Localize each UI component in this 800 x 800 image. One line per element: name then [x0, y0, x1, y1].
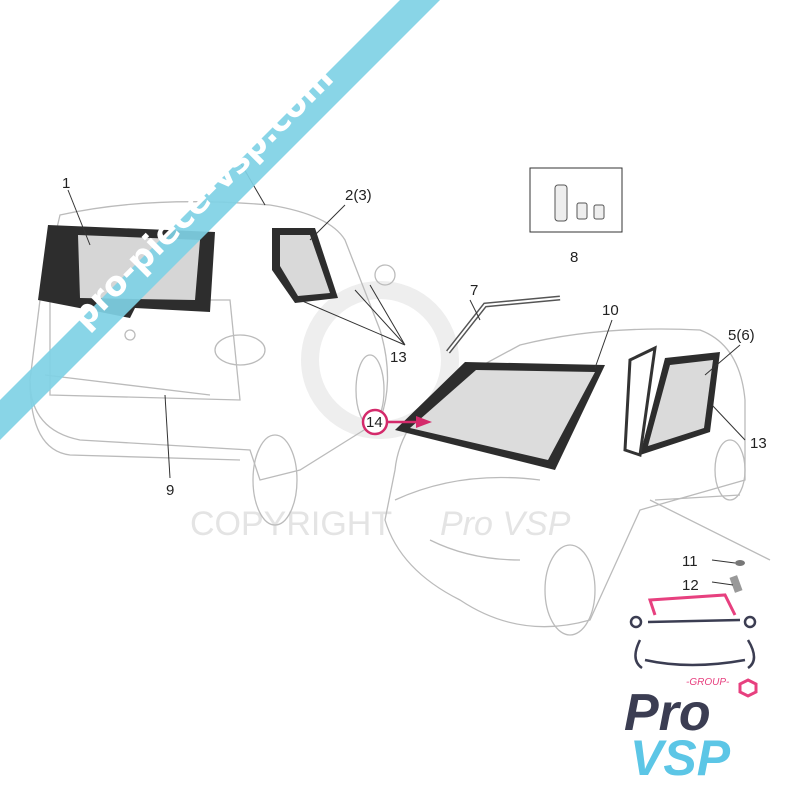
callout-10: 10 [602, 302, 619, 319]
callout-14: 14 [366, 414, 383, 431]
site-banner: pro-piece-vsp.com [0, 0, 440, 440]
bracket-part [729, 575, 743, 593]
hex-nut-icon [738, 678, 758, 698]
callout-2-3: 2(3) [345, 187, 372, 204]
logo-pro-text: Pro [624, 684, 711, 742]
logo-vsp-text: VSP [630, 730, 731, 786]
provsp-logo: -GROUP- Pro VSP [624, 593, 758, 786]
callout-13-rear: 13 [390, 349, 407, 366]
callout-13-front: 13 [750, 435, 767, 452]
callout-1: 1 [62, 175, 70, 192]
clip-part [735, 560, 745, 566]
callout-7: 7 [470, 282, 478, 299]
callout-11: 11 [682, 553, 698, 570]
callout-8: 8 [570, 249, 578, 266]
adhesive-tube [554, 184, 568, 222]
adhesive-kit-box [529, 167, 623, 233]
callout-9: 9 [166, 482, 174, 499]
leader-lines [67, 161, 746, 586]
door-seal [623, 345, 657, 457]
callout-12: 12 [682, 577, 699, 594]
callout-5-6: 5(6) [728, 327, 755, 344]
brand-watermark: Pro VSP [440, 505, 571, 543]
logo-group-text: -GROUP- [686, 677, 730, 688]
windscreen-moulding [446, 295, 561, 354]
